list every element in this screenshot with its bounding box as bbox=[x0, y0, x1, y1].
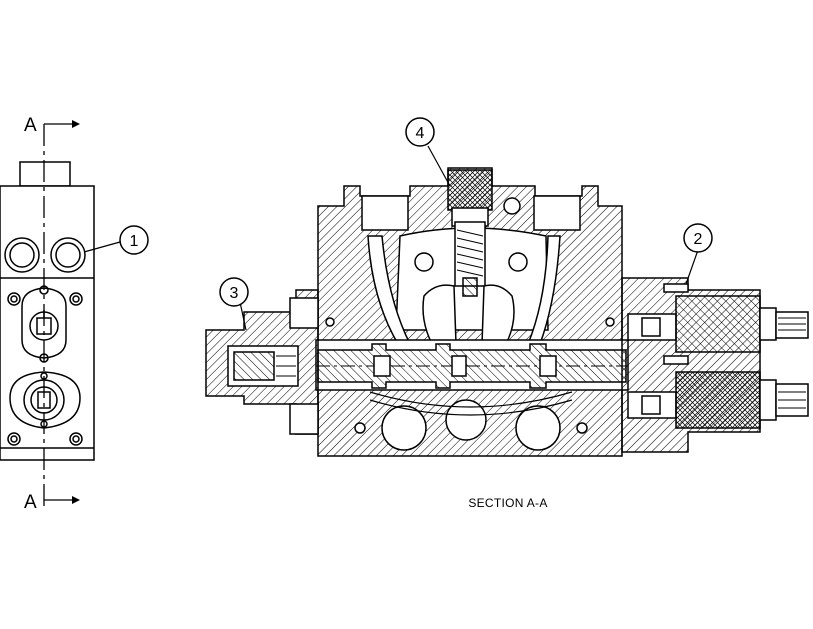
callout-3-circle bbox=[219, 277, 249, 307]
section-view bbox=[205, 167, 809, 457]
callout-4: 4 bbox=[416, 125, 425, 142]
callout-2: 2 bbox=[694, 231, 703, 248]
callout-1-circle bbox=[119, 225, 149, 255]
callout-2-circle bbox=[683, 223, 713, 253]
callout-3: 3 bbox=[230, 285, 239, 302]
section-title: SECTION A-A bbox=[468, 496, 547, 510]
section-marker-top: A bbox=[24, 115, 37, 136]
callout-1: 1 bbox=[130, 233, 139, 250]
end-view bbox=[0, 161, 95, 461]
callout-4-circle bbox=[405, 117, 435, 147]
section-marker-bottom: A bbox=[24, 492, 37, 513]
